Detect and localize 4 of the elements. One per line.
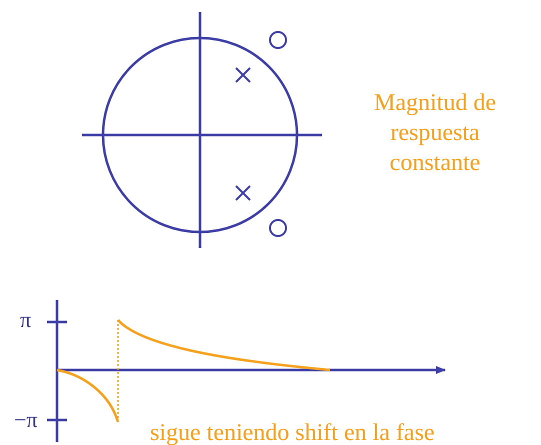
annotation-text: Magnitud de respuesta constante xyxy=(373,89,497,178)
annotation-text: sigue teniendo shift en la fase xyxy=(150,419,435,445)
tick-label: −π xyxy=(14,408,38,432)
tick-label: π xyxy=(20,308,32,332)
